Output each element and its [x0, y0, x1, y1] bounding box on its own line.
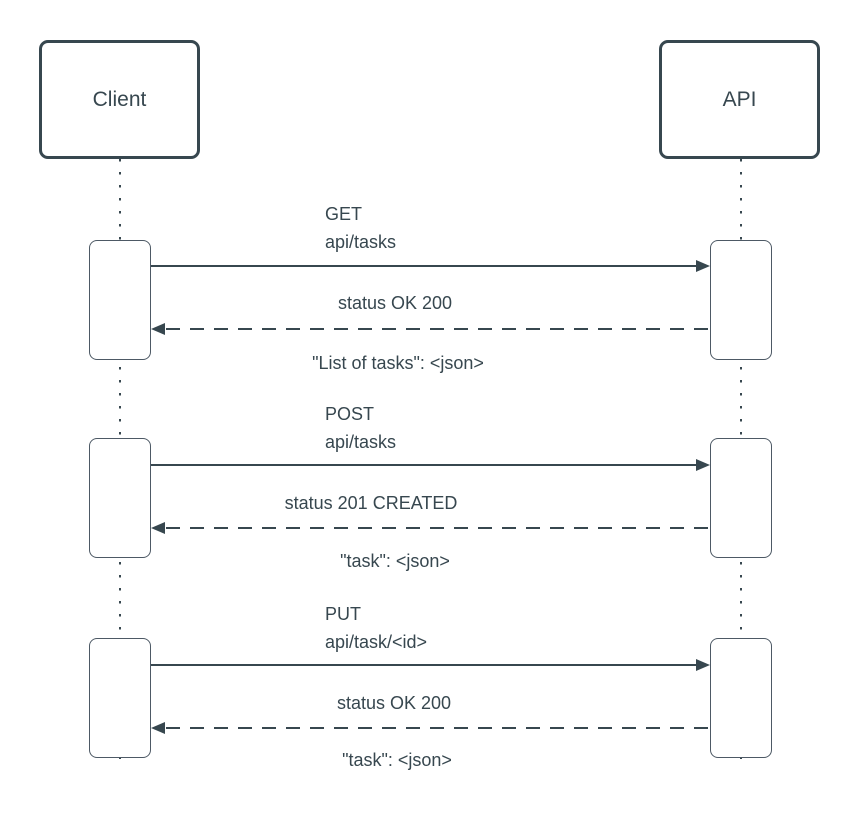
activation-client-1	[89, 240, 151, 360]
request-arrowhead-3	[696, 659, 710, 671]
request-label-1: GET api/tasks	[325, 200, 396, 256]
request-arrow-3	[151, 664, 696, 666]
request-label-3: PUT api/task/<id>	[325, 600, 427, 656]
response-payload-label-2: "task": <json>	[340, 551, 450, 571]
request-method-1: GET	[325, 204, 363, 224]
request-arrow-1	[151, 265, 696, 267]
actor-box-api: API	[659, 40, 820, 159]
response-arrow-1	[166, 328, 710, 330]
request-method-2: POST	[325, 404, 375, 424]
response-payload-label-1: "List of tasks": <json>	[312, 353, 484, 373]
response-status-label-3: status OK 200	[336, 693, 452, 713]
activation-client-2	[89, 438, 151, 558]
request-path-3: api/task/<id>	[325, 632, 428, 652]
request-arrowhead-1	[696, 260, 710, 272]
response-arrow-3	[166, 727, 710, 729]
request-method-3: PUT	[325, 604, 361, 624]
activation-api-1	[710, 240, 772, 360]
activation-api-2	[710, 438, 772, 558]
response-arrowhead-3	[151, 722, 165, 734]
actor-label-api: API	[722, 87, 757, 111]
request-path-2: api/tasks	[325, 432, 397, 452]
request-arrow-2	[151, 464, 696, 466]
activation-client-3	[89, 638, 151, 758]
request-label-2: POST api/tasks	[325, 400, 396, 456]
request-arrowhead-2	[696, 459, 710, 471]
response-arrowhead-2	[151, 522, 165, 534]
actor-label-client: Client	[92, 87, 147, 111]
actor-box-client: Client	[39, 40, 200, 159]
response-status-label-2: status 201 CREATED	[284, 493, 458, 513]
response-arrowhead-1	[151, 323, 165, 335]
request-path-1: api/tasks	[325, 232, 397, 252]
response-arrow-2	[166, 527, 710, 529]
response-payload-label-3: "task": <json>	[342, 750, 452, 770]
activation-api-3	[710, 638, 772, 758]
response-status-label-1: status OK 200	[337, 293, 453, 313]
